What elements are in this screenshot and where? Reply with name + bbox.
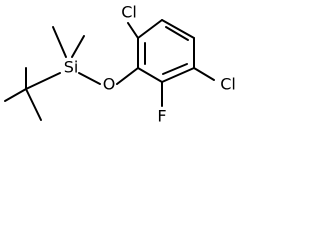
atom-label-silicon: Si bbox=[64, 58, 79, 77]
bond-tbu-methyl-down bbox=[25, 88, 42, 121]
silicon-methyl-groups bbox=[52, 26, 85, 58]
ring-double-bond-bottom bbox=[162, 63, 188, 75]
atom-label-oxygen: O bbox=[103, 75, 116, 94]
chemical-structure-diagram: Si O F Cl Cl bbox=[4, 3, 236, 126]
bond-si-o bbox=[78, 72, 101, 85]
benzene-ring bbox=[137, 19, 195, 83]
bond-si-methyl-1 bbox=[52, 26, 67, 58]
ring-bond-c5-c6 bbox=[137, 19, 163, 39]
ring-bond-c2-c3 bbox=[161, 67, 195, 83]
tert-butyl-group bbox=[4, 67, 61, 121]
ring-bond-c4-c5 bbox=[161, 19, 195, 39]
bond-ring-cl-right bbox=[193, 67, 215, 81]
atom-label-fluorine: F bbox=[157, 107, 166, 126]
bond-si-methyl-2 bbox=[71, 35, 85, 58]
bond-tbu-si bbox=[25, 72, 61, 90]
atom-label-chlorine-right: Cl bbox=[220, 75, 236, 94]
bond-o-ring bbox=[116, 67, 139, 85]
atom-label-chlorine-top: Cl bbox=[121, 3, 137, 22]
ring-double-bond-top bbox=[165, 26, 189, 41]
ring-bond-c1-c2 bbox=[137, 67, 163, 83]
bond-ring-cl-top bbox=[127, 22, 139, 39]
bond-tbu-methyl-left bbox=[4, 88, 27, 102]
